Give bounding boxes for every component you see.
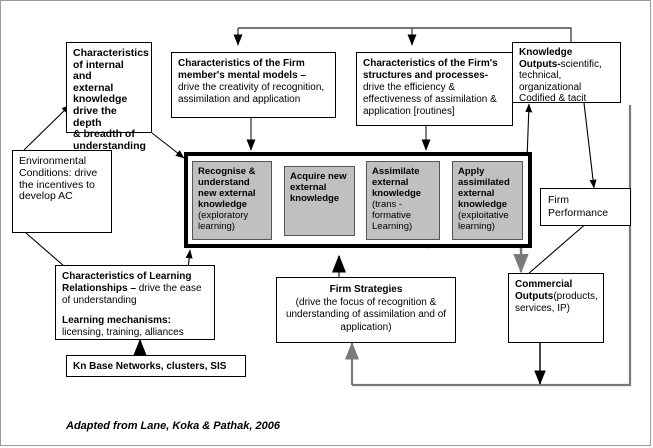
learning-rel-rest2: licensing, training, alliances: [62, 327, 184, 338]
mental-models-bold: Characteristics of the Firm member's men…: [178, 58, 306, 81]
env-conditions-line1: Environmental: [19, 155, 87, 167]
box-firm-structures-processes[interactable]: Characteristics of the Firm's structures…: [356, 52, 513, 126]
box-kn-base-networks[interactable]: Kn Base Networks, clusters, SIS: [66, 355, 246, 377]
apply-rest: (exploitative learning): [458, 210, 509, 232]
recognise-bold: Recognise & understand new external know…: [198, 166, 256, 210]
learning-rel-bold1: Characteristics of Learning Relationship…: [62, 271, 192, 294]
knowledge-char-line6: & breadth of: [73, 128, 135, 141]
acquire-bold: Acquire new external knowledge: [290, 171, 347, 204]
box-firm-member-mental-models[interactable]: Characteristics of the Firm member's men…: [171, 52, 336, 118]
knowledge-char-line5: drive the depth: [73, 104, 117, 129]
firm-performance-line1: Firm: [548, 194, 569, 206]
knowledge-char-line3: external: [73, 81, 114, 94]
recognise-rest: (exploratory learning): [198, 210, 249, 232]
knowledge-char-line4: knowledge: [73, 93, 128, 106]
knowledge-outputs-rest: scientific, technical, organizational Co…: [519, 58, 602, 105]
learning-rel-bold2: Learning mechanisms:: [62, 315, 171, 326]
box-learning-relationships[interactable]: Characteristics of Learning Relationship…: [55, 265, 215, 340]
apply-bold: Apply assimilated external knowledge: [458, 166, 510, 210]
box-environmental-conditions[interactable]: Environmental Conditions: drive the ince…: [12, 150, 112, 233]
box-firm-performance[interactable]: Firm Performance: [540, 188, 631, 226]
kn-base-label: Kn Base Networks, clusters, SIS: [73, 361, 227, 372]
process-step-apply[interactable]: Apply assimilated external knowledge (ex…: [452, 161, 523, 240]
learning-rel-rest1: drive the ease of understanding: [62, 283, 202, 306]
source-caption: Adapted from Lane, Koka & Pathak, 2006: [66, 420, 280, 432]
env-conditions-line4: develop AC: [19, 190, 73, 203]
structures-bold: Characteristics of the Firm's structures…: [363, 58, 498, 81]
mental-models-rest: drive the creativity of recognition, ass…: [178, 82, 325, 105]
env-conditions-line3: the incentives to: [19, 178, 95, 191]
knowledge-outputs-bold: Knowledge Outputs-: [519, 47, 573, 70]
firm-performance-line2: Performance: [548, 206, 609, 219]
process-step-assimilate[interactable]: Assimilate external knowledge (trans - f…: [366, 161, 440, 240]
box-internal-external-knowledge[interactable]: Characteristics of internal and external…: [66, 42, 152, 151]
knowledge-char-line1: Characteristics: [73, 47, 149, 59]
box-commercial-outputs[interactable]: Commercial Outputs(products, services, I…: [508, 273, 604, 343]
process-step-acquire[interactable]: Acquire new external knowledge: [284, 166, 355, 236]
process-step-recognise-understand[interactable]: Recognise & understand new external know…: [192, 161, 272, 240]
knowledge-char-line2: of internal and: [73, 58, 124, 83]
firm-strategies-bold: Firm Strategies: [329, 284, 403, 295]
knowledge-char-line7: understanding: [73, 139, 146, 152]
env-conditions-line2: Conditions: drive: [19, 166, 98, 179]
assimilate-bold: Assimilate external knowledge: [372, 166, 422, 199]
box-knowledge-outputs[interactable]: Knowledge Outputs-scientific, technical,…: [512, 42, 621, 105]
structures-rest: drive the efficiency & effectiveness of …: [363, 82, 497, 117]
assimilate-rest: (trans - formative Learning): [372, 199, 413, 232]
firm-strategies-rest: (drive the focus of recognition & unders…: [285, 296, 447, 333]
box-firm-strategies[interactable]: Firm Strategies (drive the focus of reco…: [276, 277, 456, 343]
